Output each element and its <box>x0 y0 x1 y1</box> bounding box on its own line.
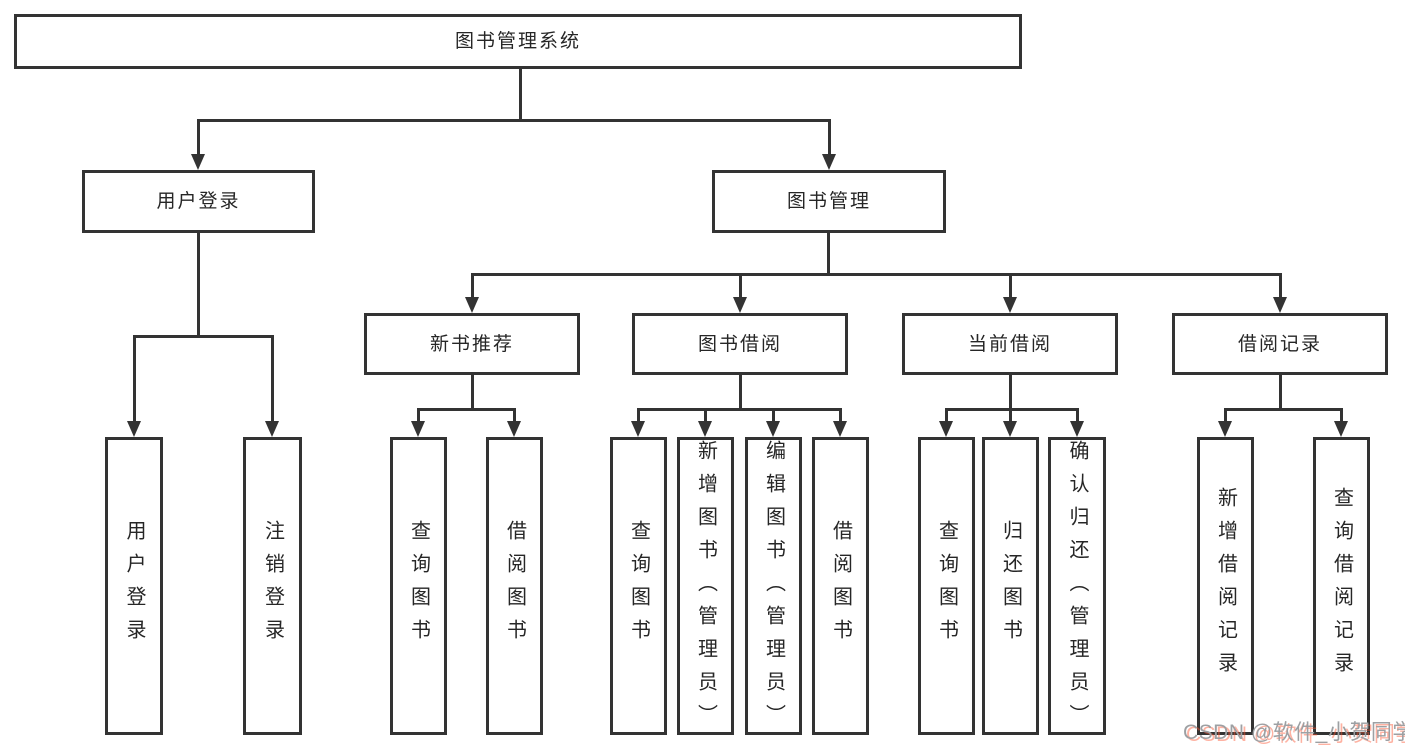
leaf-current-query-books-label: 查询图书 <box>935 520 958 652</box>
arrow-down-icon <box>1070 421 1084 437</box>
leaf-current-query-books: 查询图书 <box>918 437 975 735</box>
connector-root-drop-right <box>828 119 831 156</box>
node-book-management-label: 图书管理 <box>786 191 871 212</box>
connector-bookmgmt-stem <box>827 233 830 273</box>
leaf-record-add-borrow-record-label: 新增借阅记录 <box>1214 487 1237 685</box>
node-library-system: 图书管理系统 <box>14 14 1022 69</box>
watermark: CSDN @软件_小贺同学 <box>1183 721 1405 744</box>
leaf-user-login-label: 用户登录 <box>123 520 145 652</box>
connector-userlogin-drop-2 <box>271 335 274 423</box>
connector-current-drop-2 <box>1009 408 1012 423</box>
connector-bookmgmt-drop-4 <box>1279 273 1282 299</box>
leaf-borrow-query-books: 查询图书 <box>610 437 667 735</box>
leaf-newbook-query-books-label: 查询图书 <box>407 520 430 652</box>
leaf-logout-label: 注销登录 <box>261 520 284 652</box>
arrow-down-icon <box>191 154 205 170</box>
node-new-book-recommend: 新书推荐 <box>364 313 580 375</box>
arrow-down-icon <box>1273 297 1287 313</box>
leaf-newbook-borrow-books-label: 借阅图书 <box>503 520 526 652</box>
leaf-current-confirm-return-admin-label: 确认归还（管理员） <box>1066 440 1088 737</box>
arrow-down-icon <box>127 421 141 437</box>
leaf-borrow-borrow-books: 借阅图书 <box>812 437 869 735</box>
connector-borrow-drop-3 <box>772 408 775 423</box>
arrow-down-icon <box>733 297 747 313</box>
leaf-current-confirm-return-admin: 确认归还（管理员） <box>1048 437 1106 737</box>
node-user-login: 用户登录 <box>82 170 315 233</box>
connector-current-drop-3 <box>1076 408 1079 423</box>
leaf-borrow-add-books-admin-label: 新增图书（管理员） <box>694 440 717 737</box>
node-borrow-record-label: 借阅记录 <box>1237 333 1322 355</box>
connector-bookmgmt-drop-2 <box>739 273 742 299</box>
leaf-borrow-edit-books-admin-label: 编辑图书（管理员） <box>762 440 785 737</box>
node-library-system-label: 图书管理系统 <box>454 31 581 52</box>
connector-borrow-stem <box>739 375 742 408</box>
arrow-down-icon <box>822 154 836 170</box>
node-book-management: 图书管理 <box>712 170 946 233</box>
connector-current-drop-1 <box>945 408 948 423</box>
connector-borrow-drop-4 <box>839 408 842 423</box>
arrow-down-icon <box>507 421 521 437</box>
connector-bookmgmt-drop-1 <box>471 273 474 299</box>
leaf-record-add-borrow-record: 新增借阅记录 <box>1197 437 1254 735</box>
arrow-down-icon <box>265 421 279 437</box>
node-current-borrow: 当前借阅 <box>902 313 1118 375</box>
leaf-borrow-borrow-books-label: 借阅图书 <box>829 520 852 652</box>
connector-borrow-bar <box>637 408 842 411</box>
connector-newbook-bar <box>417 408 516 411</box>
connector-newbook-drop-2 <box>513 408 516 423</box>
leaf-record-query-borrow-record: 查询借阅记录 <box>1313 437 1370 735</box>
leaf-borrow-add-books-admin: 新增图书（管理员） <box>677 437 734 737</box>
connector-borrow-drop-2 <box>704 408 707 423</box>
connector-newbook-stem <box>471 375 474 408</box>
leaf-current-return-books: 归还图书 <box>982 437 1039 735</box>
leaf-record-query-borrow-record-label: 查询借阅记录 <box>1330 487 1353 685</box>
connector-root-bar <box>197 119 831 122</box>
node-user-login-label: 用户登录 <box>156 191 241 212</box>
leaf-user-login: 用户登录 <box>105 437 163 735</box>
connector-userlogin-bar <box>133 335 274 338</box>
connector-record-bar <box>1224 408 1343 411</box>
leaf-logout: 注销登录 <box>243 437 302 735</box>
connector-newbook-drop-1 <box>417 408 420 423</box>
leaf-current-return-books-label: 归还图书 <box>999 520 1022 652</box>
node-current-borrow-label: 当前借阅 <box>967 333 1052 355</box>
connector-record-drop-2 <box>1340 408 1343 423</box>
arrow-down-icon <box>766 421 780 437</box>
connector-bookmgmt-drop-3 <box>1009 273 1012 299</box>
node-new-book-recommend-label: 新书推荐 <box>429 333 514 355</box>
node-book-borrow-label: 图书借阅 <box>697 333 782 355</box>
connector-root-stem <box>519 69 522 119</box>
arrow-down-icon <box>939 421 953 437</box>
arrow-down-icon <box>833 421 847 437</box>
connector-userlogin-stem <box>197 233 200 335</box>
connector-bookmgmt-bar <box>471 273 1281 276</box>
arrow-down-icon <box>631 421 645 437</box>
node-borrow-record: 借阅记录 <box>1172 313 1388 375</box>
leaf-borrow-edit-books-admin: 编辑图书（管理员） <box>745 437 802 737</box>
arrow-down-icon <box>1003 421 1017 437</box>
connector-userlogin-drop-1 <box>133 335 136 423</box>
arrow-down-icon <box>1003 297 1017 313</box>
node-book-borrow: 图书借阅 <box>632 313 848 375</box>
arrow-down-icon <box>1218 421 1232 437</box>
connector-current-stem <box>1009 375 1012 408</box>
arrow-down-icon <box>698 421 712 437</box>
arrow-down-icon <box>411 421 425 437</box>
leaf-borrow-query-books-label: 查询图书 <box>627 520 650 652</box>
connector-record-stem <box>1279 375 1282 408</box>
connector-record-drop-1 <box>1224 408 1227 423</box>
connector-root-drop-left <box>197 119 200 156</box>
connector-borrow-drop-1 <box>637 408 640 423</box>
arrow-down-icon <box>465 297 479 313</box>
arrow-down-icon <box>1334 421 1348 437</box>
leaf-newbook-borrow-books: 借阅图书 <box>486 437 543 735</box>
leaf-newbook-query-books: 查询图书 <box>390 437 447 735</box>
